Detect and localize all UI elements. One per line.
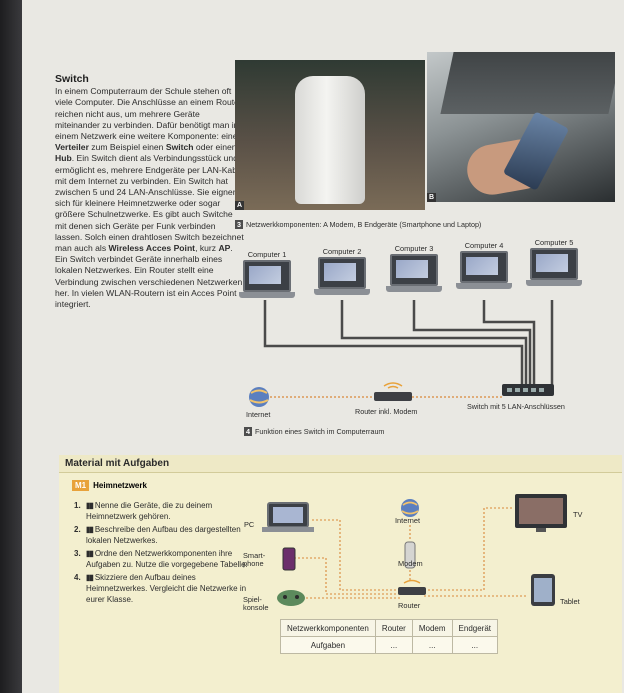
console-label: Spiel- konsole xyxy=(243,595,269,612)
computer-1: Computer 1 xyxy=(237,250,297,298)
computer-3-label: Computer 3 xyxy=(394,244,434,253)
task-number: 4. xyxy=(74,573,81,582)
cable-computer-1 xyxy=(263,300,524,385)
bold-term: AP xyxy=(218,243,231,254)
switch-section: Switch In einem Computerraum der Schule … xyxy=(55,73,245,310)
laptop-icon xyxy=(390,254,438,286)
computer-5-label: Computer 5 xyxy=(534,238,574,247)
bold-term: Wireless Acces Point xyxy=(108,243,196,254)
laptop-base xyxy=(386,286,442,292)
switch-label: Switch mit 5 LAN-Anschlüssen xyxy=(467,402,565,411)
laptop-icon xyxy=(243,260,291,292)
section-heading: Switch xyxy=(55,73,89,85)
difficulty-icon: ▮▮ xyxy=(86,573,94,582)
paragraph-text: oder einen xyxy=(193,142,237,153)
task-text: Nenne die Geräte, die zu deinem Heimnetz… xyxy=(86,501,213,521)
laptop-base xyxy=(239,292,295,298)
computer-1-label: Computer 1 xyxy=(247,250,287,259)
paragraph-text: . Ein Switch dient als Verbindungsstück … xyxy=(55,153,244,254)
task-text: Ordne den Netzwerkkomponenten ihre Aufga… xyxy=(86,549,248,569)
laptop-base xyxy=(526,280,582,286)
laptop-icon xyxy=(318,257,366,289)
router-label: Router inkl. Modem xyxy=(355,407,418,416)
table-header-cell: Router xyxy=(374,619,413,637)
figure4-caption-text: Funktion eines Switch im Computerraum xyxy=(255,427,385,436)
table-cell: ... xyxy=(411,636,453,654)
components-table: Netzwerkkomponenten Router Modem Endgerä… xyxy=(280,619,499,654)
switch-icon xyxy=(502,384,554,396)
textbook-page: Switch In einem Computerraum der Schule … xyxy=(22,0,624,693)
globe-icon xyxy=(249,387,269,407)
table-header-cell: Netzwerkkomponenten xyxy=(280,619,376,637)
table-row: Aufgaben ... ... ... xyxy=(280,636,499,654)
table-cell: ... xyxy=(374,636,413,654)
task-item: 3. ▮▮Ordne den Netzwerkkomponenten ihre A… xyxy=(74,548,254,570)
task-item: 2. ▮▮Beschreibe den Aufbau des dargestell… xyxy=(74,524,254,546)
bold-term: Hub xyxy=(55,153,72,164)
router-icon xyxy=(374,382,412,401)
table-header-row: Netzwerkkomponenten Router Modem Endgerä… xyxy=(280,619,499,637)
paragraph-text: , kurz xyxy=(195,243,219,254)
figure4-number: 4 xyxy=(244,427,252,436)
cable-computer-4 xyxy=(482,300,536,385)
difficulty-icon: ▮▮ xyxy=(86,525,94,534)
m1-title-text: Heimnetzwerk xyxy=(93,481,147,490)
difficulty-icon: ▮▮ xyxy=(86,549,94,558)
laptop-icon xyxy=(460,251,508,283)
page-edge-shadow xyxy=(0,0,22,693)
switch-network-diagram xyxy=(249,300,554,407)
modem-device-shape xyxy=(295,76,365,204)
laptop-base xyxy=(314,289,370,295)
figure3-number: 3 xyxy=(235,220,243,229)
section-paragraph: In einem Computerraum der Schule stehen … xyxy=(55,86,245,310)
table-cell: ... xyxy=(451,636,499,654)
table-header-cell: Endgerät xyxy=(451,619,499,637)
bold-term: Verteiler xyxy=(55,142,89,153)
router-label-home: Router xyxy=(398,601,421,610)
cable-computer-3 xyxy=(412,300,532,385)
smartphone-label: Smart- phone xyxy=(243,551,266,568)
m1-tag: M1 xyxy=(72,480,90,491)
task-list: 1.▮▮Nenne die Geräte, die zu deinem Heim… xyxy=(74,500,254,607)
tv-label: TV xyxy=(573,510,583,519)
table-cell: Aufgaben xyxy=(280,636,376,654)
internet-label: Internet xyxy=(246,410,271,419)
task-text: Beschreibe den Aufbau des dargestellten … xyxy=(86,525,241,545)
task-number: 3. xyxy=(74,549,81,558)
photo-b-tag: B xyxy=(427,193,436,202)
task-text: Skizziere den Aufbau deines Heimnetzwerk… xyxy=(86,573,247,604)
computer-2: Computer 2 xyxy=(312,247,372,295)
task-number: 2. xyxy=(74,525,81,534)
difficulty-icon: ▮▮ xyxy=(86,501,94,510)
computer-3: Computer 3 xyxy=(384,244,444,292)
devices-photo xyxy=(427,52,615,202)
material-header: Material mit Aufgaben xyxy=(59,455,622,473)
photo-a-tag: A xyxy=(235,201,244,210)
modem-photo xyxy=(235,60,425,210)
internet-label-home: Internet xyxy=(395,516,421,525)
computer-2-label: Computer 2 xyxy=(322,247,362,256)
task-item: 1. ▮▮Nenne die Geräte, die zu deinem Heim… xyxy=(74,500,254,522)
material-heading: Material mit Aufgaben xyxy=(65,458,170,469)
tablet-label: Tablet xyxy=(560,597,580,606)
modem-label: Modem xyxy=(398,559,423,568)
figure3-caption-text: Netzwerkkomponenten: A Modem, B Endgerät… xyxy=(246,220,482,229)
paragraph-text: . Ein Switch verbindet Geräte innerhalb … xyxy=(55,243,243,310)
task-item: 4. ▮▮Skizziere den Aufbau deines Heimnetz… xyxy=(74,572,254,605)
computer-4-label: Computer 4 xyxy=(464,241,504,250)
pc-label: PC xyxy=(244,520,255,529)
bold-term: Switch xyxy=(165,142,194,153)
paragraph-text: In einem Computerraum der Schule stehen … xyxy=(55,86,243,142)
cable-computer-2 xyxy=(340,300,528,385)
paragraph-text: zum Beispiel einen xyxy=(88,142,166,153)
computer-5: Computer 5 xyxy=(524,238,584,286)
task-number: 1. xyxy=(74,501,81,510)
table-header-cell: Modem xyxy=(411,619,453,637)
laptop-base xyxy=(456,283,512,289)
laptop-icon xyxy=(530,248,578,280)
computer-4: Computer 4 xyxy=(454,241,514,289)
